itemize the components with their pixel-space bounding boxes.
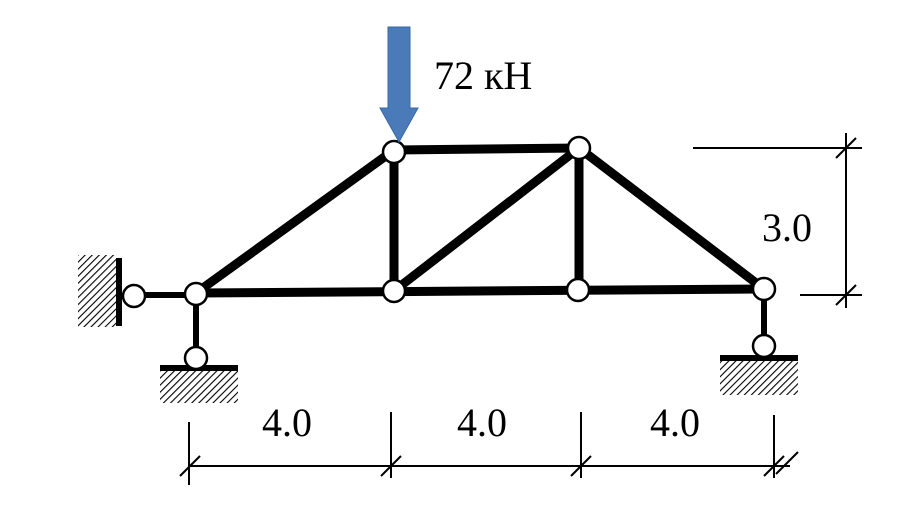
joint-bottom-right — [751, 276, 777, 302]
joint-bottom-mid-right — [565, 277, 591, 303]
truss-joints — [121, 135, 777, 371]
height-label: 3.0 — [762, 205, 812, 250]
applied-load: 72 кН — [379, 26, 532, 144]
truss-members — [191, 143, 769, 298]
left-diagonal — [191, 145, 399, 298]
left-wall-hatch — [78, 255, 116, 327]
joint-left-support — [183, 345, 209, 371]
load-arrow-icon — [379, 26, 419, 144]
span-tick-2 — [380, 455, 402, 477]
height-dimension: 3.0 — [693, 133, 862, 308]
middle-diagonal — [389, 143, 584, 296]
top-chord — [389, 143, 584, 155]
span-tick-4b — [775, 451, 799, 475]
left-ground-hatch — [160, 370, 238, 403]
right-ground-hatch — [720, 360, 798, 395]
span-label-1: 4.0 — [262, 400, 312, 445]
bottom-chord — [191, 284, 769, 298]
right-diagonal — [574, 143, 769, 294]
joint-top-right — [566, 135, 592, 161]
joint-bottom-mid-left — [381, 278, 407, 304]
joint-wall-link — [121, 283, 147, 309]
load-label: 72 кН — [434, 53, 532, 98]
span-dimensions: 4.0 4.0 4.0 — [179, 400, 799, 485]
joint-bottom-left — [183, 281, 209, 307]
span-tick-4 — [763, 455, 785, 477]
joint-right-support — [751, 333, 777, 359]
joint-top-left — [381, 139, 407, 165]
span-tick-3 — [570, 455, 592, 477]
span-tick-1 — [179, 455, 201, 477]
span-label-3: 4.0 — [650, 400, 700, 445]
height-tick-bottom — [835, 284, 857, 306]
height-tick-top — [835, 137, 857, 159]
span-label-2: 4.0 — [457, 400, 507, 445]
